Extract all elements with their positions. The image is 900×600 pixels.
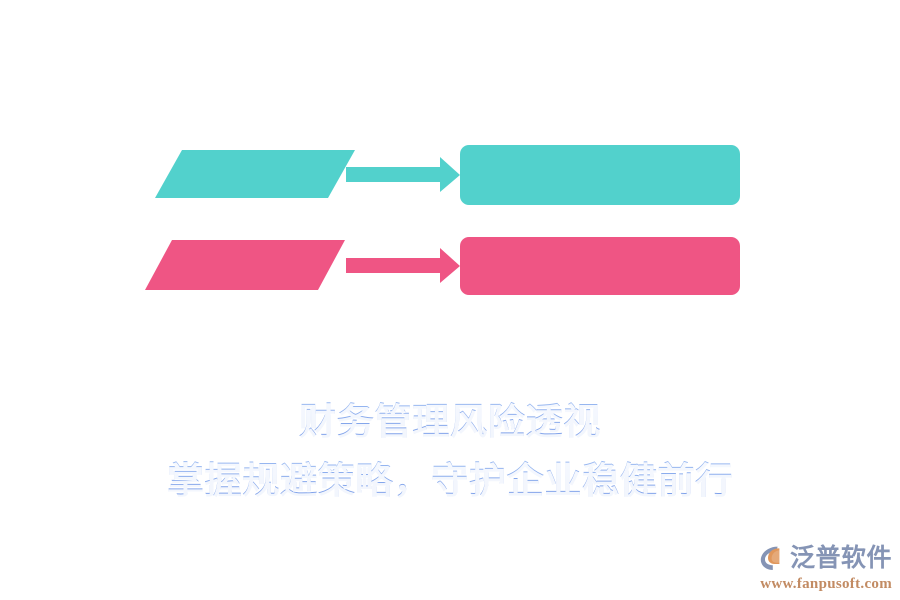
parallelogram-shape-teal: [155, 150, 355, 198]
parallelogram-shape-pink: [145, 240, 345, 290]
watermark-logo: 泛普软件 www.fanpusoft.com: [756, 532, 892, 592]
brand-name: 泛普软件: [789, 543, 892, 572]
arrow-pink: [346, 248, 460, 283]
process-row-pink: [145, 237, 740, 295]
headline-secondary: 掌握规避策略，守护企业稳健前行: [0, 457, 900, 504]
process-row-teal: [155, 145, 740, 205]
brand-url: www.fanpusoft.com: [760, 576, 892, 592]
headline-block: 财务管理风险透视 掌握规避策略，守护企业稳健前行: [0, 398, 900, 505]
rounded-box-teal: [460, 145, 740, 205]
arrow-teal: [346, 157, 460, 192]
headline-primary: 财务管理风险透视: [0, 398, 900, 445]
logo-row: 泛普软件: [756, 541, 892, 575]
rounded-box-pink: [460, 237, 740, 295]
process-diagram-canvas: [145, 145, 740, 295]
fanpu-logo-icon: [760, 546, 780, 570]
